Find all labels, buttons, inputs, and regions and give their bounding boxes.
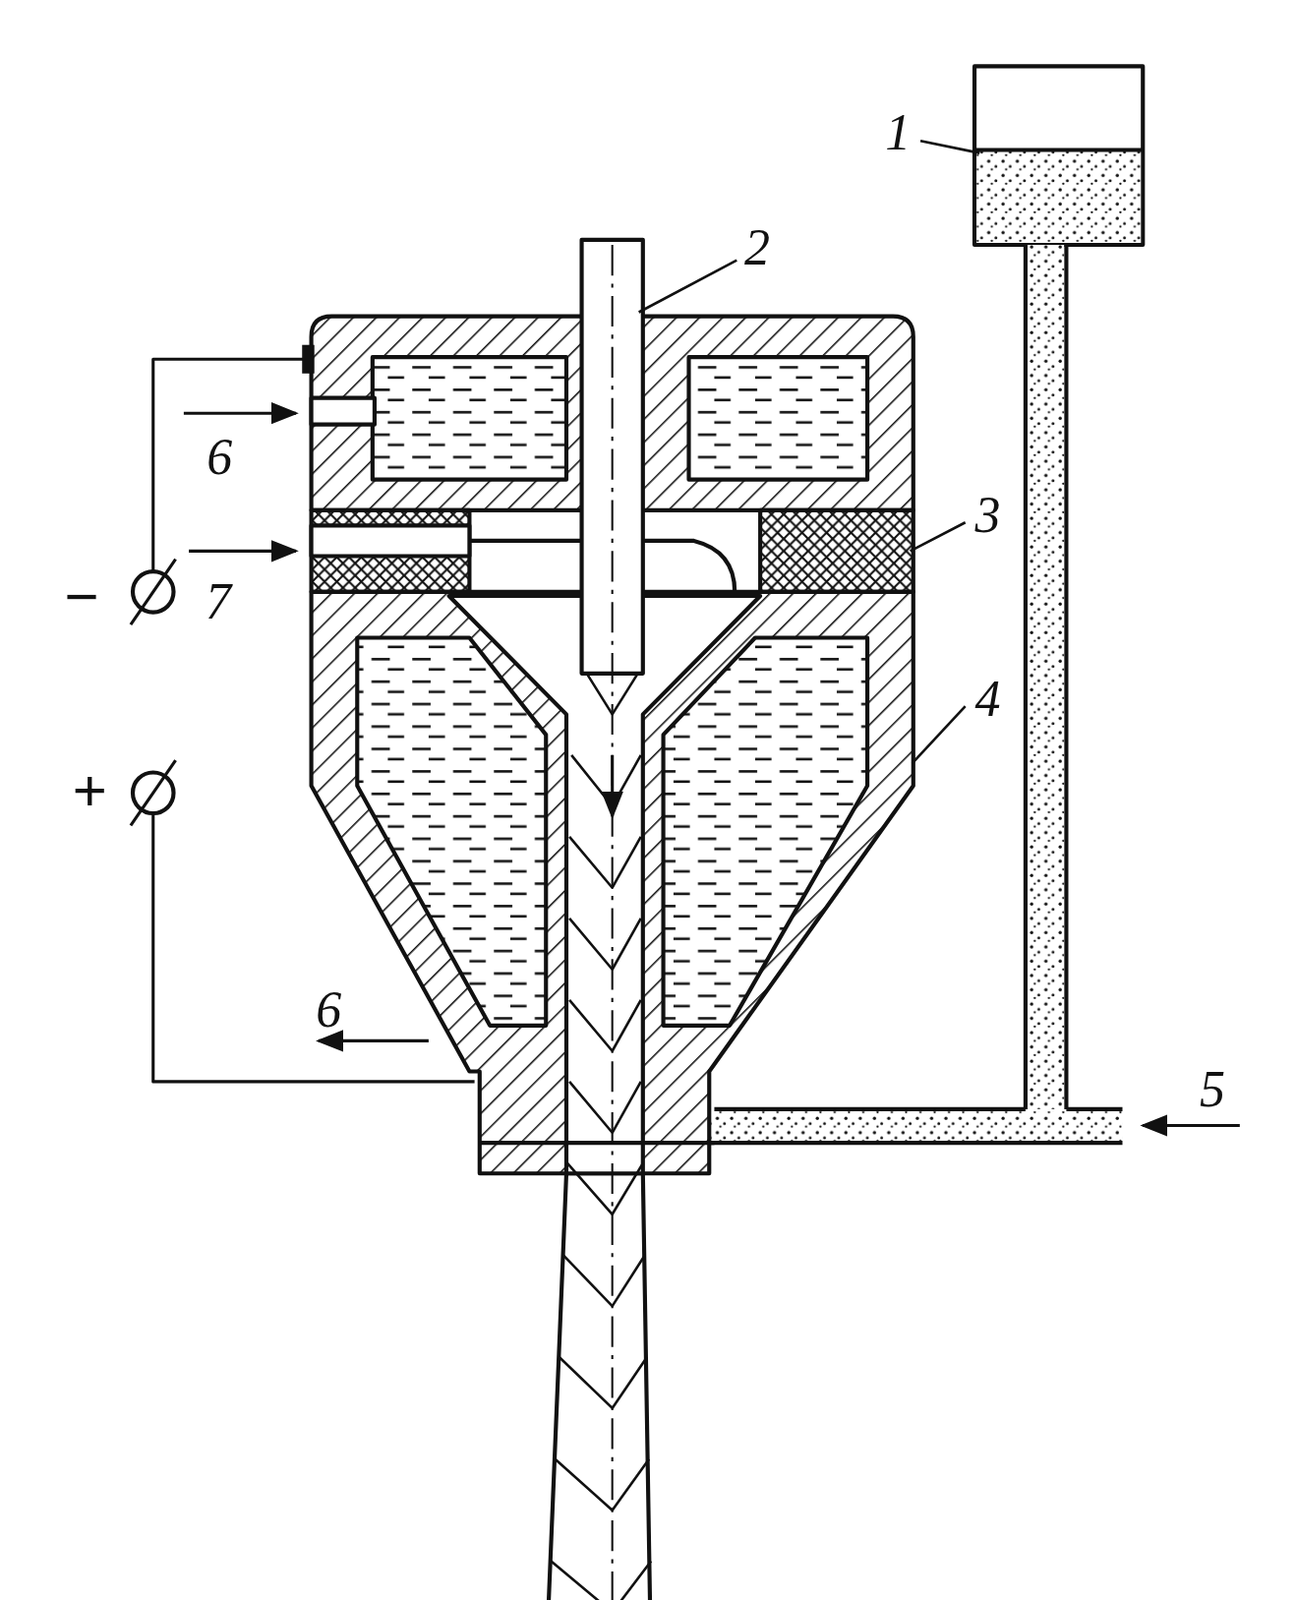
callout-number: 2 [744, 222, 770, 274]
callout-number: 1 [884, 107, 911, 159]
callout-number: 7 [205, 576, 232, 628]
callout-number: 5 [1199, 1063, 1226, 1116]
callout-number: 6 [206, 431, 233, 483]
callout-number: 3 [975, 489, 1002, 541]
polarity-sign: − [64, 567, 100, 627]
polarity-sign: + [72, 761, 108, 821]
callout-number: 4 [975, 673, 1002, 725]
callout-number: 6 [315, 984, 342, 1036]
